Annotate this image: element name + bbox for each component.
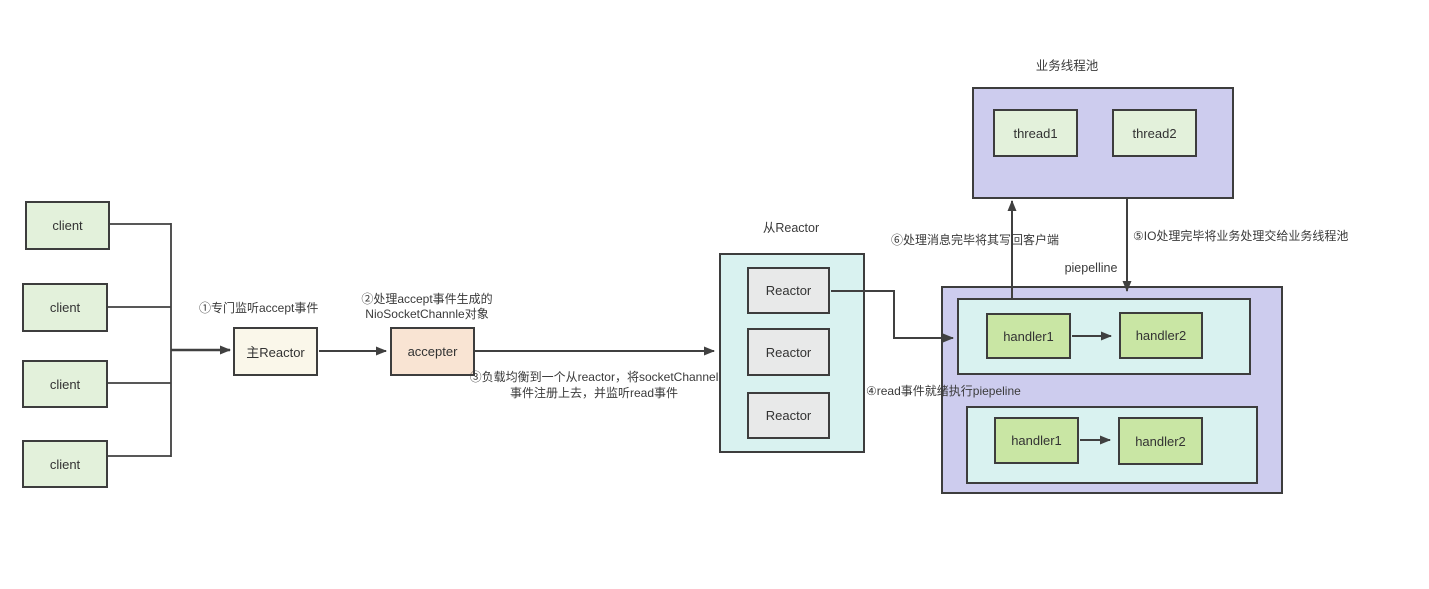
client-label: client bbox=[49, 376, 81, 392]
annotation-step2-line1: ②处理accept事件生成的 bbox=[361, 292, 493, 306]
annotation-step2: ②处理accept事件生成的 NioSocketChannle对象 bbox=[356, 292, 498, 322]
handler-label: handler1 bbox=[1003, 328, 1054, 344]
accepter-box: accepter bbox=[390, 327, 475, 376]
annotation-step3: ③负载均衡到一个从reactor，将socketChannel 事件注册上去，并… bbox=[466, 369, 722, 401]
reactor-box-1: Reactor bbox=[747, 267, 830, 314]
thread2-box: thread2 bbox=[1112, 109, 1197, 157]
client-box-1: client bbox=[25, 201, 110, 250]
annotation-step2-line2: NioSocketChannle对象 bbox=[365, 307, 489, 321]
client-box-2: client bbox=[22, 283, 108, 332]
thread1-box: thread1 bbox=[993, 109, 1078, 157]
main-reactor-label: 主Reactor bbox=[246, 345, 305, 360]
handler1-row1-box: handler1 bbox=[986, 313, 1071, 359]
client-label: client bbox=[52, 218, 83, 233]
client-box-3: client bbox=[22, 360, 108, 408]
arrow-reactor-to-pipeline bbox=[831, 290, 954, 343]
reactor-label: Reactor bbox=[765, 408, 812, 423]
sub-reactor-title: 从Reactor bbox=[762, 221, 820, 235]
annotation-step3-line1: ③负载均衡到一个从reactor，将socketChannel bbox=[469, 370, 719, 384]
handler1-row2-box: handler1 bbox=[994, 417, 1079, 464]
thread-pool-title: 业务线程池 bbox=[1035, 59, 1099, 73]
client-box-4: client bbox=[22, 440, 108, 488]
thread-label: thread2 bbox=[1132, 125, 1177, 141]
annotation-step3-line2: 事件注册上去，并监听read事件 bbox=[509, 386, 679, 400]
client-label: client bbox=[49, 456, 81, 472]
reactor-box-2: Reactor bbox=[747, 328, 830, 376]
handler2-row2-box: handler2 bbox=[1118, 417, 1203, 465]
handler2-row1-box: handler2 bbox=[1119, 312, 1203, 359]
annotation-step4: ④read事件就绪执行piepeline bbox=[866, 384, 1021, 398]
handler-label: handler2 bbox=[1135, 328, 1187, 343]
annotation-step6: ⑥处理消息完毕将其写回客户端 bbox=[891, 233, 1060, 247]
main-reactor-box: 主Reactor bbox=[233, 327, 318, 376]
reactor-box-3: Reactor bbox=[747, 392, 830, 439]
reactor-label: Reactor bbox=[765, 344, 812, 360]
annotation-step5: ⑤IO处理完毕将业务处理交给业务线程池 bbox=[1133, 229, 1349, 243]
thread-label: thread1 bbox=[1013, 125, 1058, 141]
accepter-label: accepter bbox=[407, 344, 458, 359]
handler-label: handler2 bbox=[1135, 433, 1186, 449]
client-label: client bbox=[49, 300, 81, 315]
reactor-label: Reactor bbox=[765, 283, 812, 298]
pipeline-label: piepelline bbox=[1064, 261, 1118, 275]
handler-label: handler1 bbox=[1011, 433, 1062, 448]
annotation-step1: ①专门监听accept事件 bbox=[199, 301, 319, 315]
